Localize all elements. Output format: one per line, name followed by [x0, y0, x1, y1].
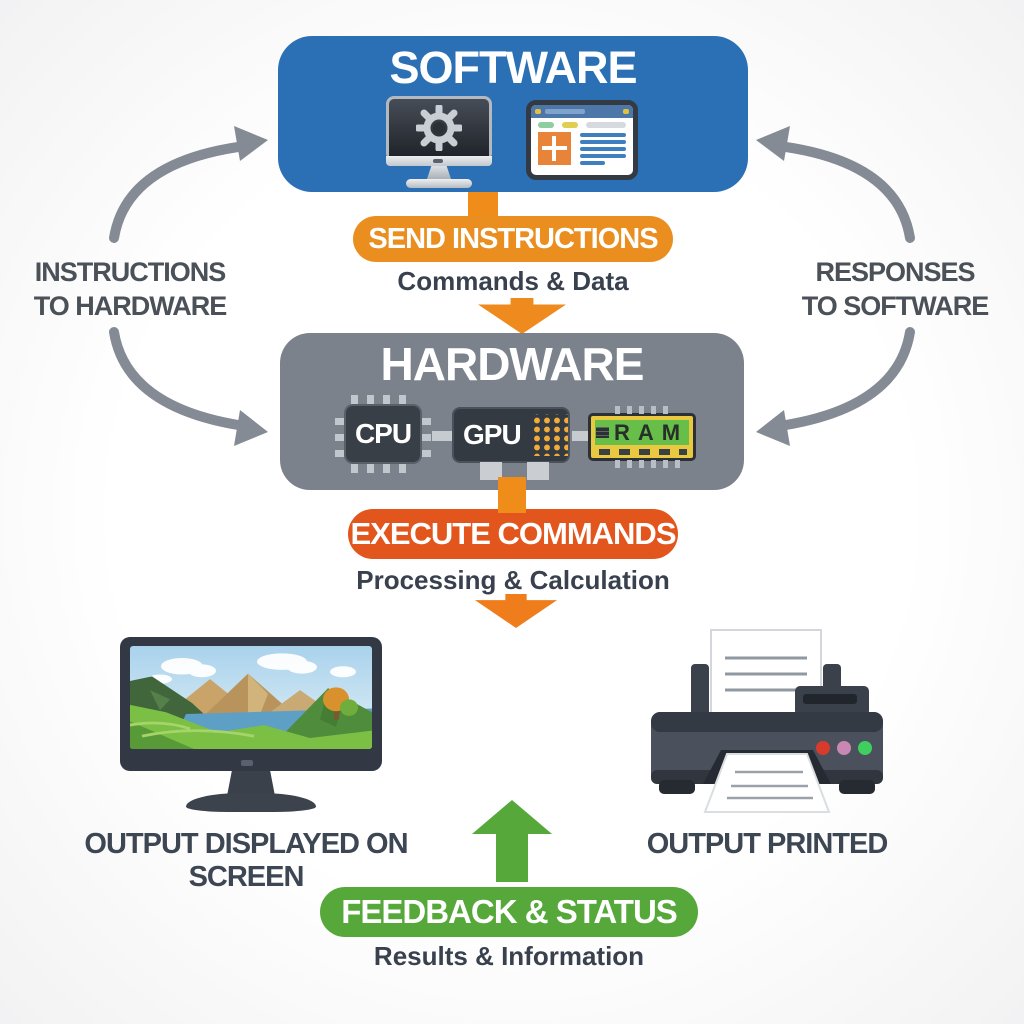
- settings-monitor-icon: [386, 96, 492, 188]
- hardware-title: HARDWARE: [380, 338, 645, 390]
- hardware-box: HARDWARE CPU GPU RAM: [280, 333, 744, 490]
- curve-right-top: [781, 142, 915, 243]
- up-arrow-stem: [496, 832, 528, 882]
- label-output-printed: OUTPUT PRINTED: [646, 828, 889, 860]
- gpu-ram-connector: [572, 431, 590, 441]
- monitor-chin: [386, 156, 492, 166]
- printer-light-green: [858, 741, 872, 755]
- arrowhead-to-software-left-icon: [234, 126, 268, 161]
- label-line: INSTRUCTIONS: [34, 257, 227, 287]
- monitor-logo: [241, 760, 253, 766]
- execute-caption: Processing & Calculation: [356, 565, 670, 595]
- printer-light-red: [816, 741, 830, 755]
- printer-icon: [651, 629, 883, 813]
- label-line: TO SOFTWARE: [801, 291, 990, 321]
- ram-chip-icon: RAM: [588, 406, 696, 468]
- label-line: RESPONSES: [815, 257, 975, 287]
- ram-die: [595, 427, 609, 438]
- label-line: TO HARDWARE: [33, 291, 228, 321]
- display-monitor-icon: [120, 637, 382, 771]
- cpu-gpu-connector: [432, 431, 452, 441]
- monitor-screen: [386, 96, 492, 156]
- execute-commands-badge: EXECUTE COMMANDS: [348, 509, 678, 559]
- ram-label: RAM: [613, 419, 689, 445]
- cpu-label: CPU: [354, 418, 412, 449]
- down-arrow-icon: [478, 298, 566, 334]
- printer-light-pink: [837, 741, 851, 755]
- monitor-stand: [227, 771, 275, 796]
- app-toolbar: [531, 118, 633, 130]
- gpu-chip-icon: GPU: [452, 407, 570, 463]
- gpu-core-grid: [529, 414, 568, 456]
- label-output-screen: OUTPUT DISPLAYED ON SCREEN: [84, 828, 408, 893]
- feedback-status-badge: FEEDBACK & STATUS: [320, 887, 698, 937]
- send-caption: Commands & Data: [397, 266, 629, 296]
- gpu-leg: [527, 462, 549, 480]
- send-instructions-badge: SEND INSTRUCTIONS: [353, 216, 673, 262]
- app-content: [531, 130, 633, 170]
- arrowhead-to-software-right-icon: [756, 126, 790, 161]
- software-box: SOFTWARE: [278, 36, 748, 192]
- arrowhead-to-hardware-right-icon: [756, 410, 790, 446]
- connector-software-to-send: [468, 188, 498, 218]
- label-instructions-to-hardware: INSTRUCTIONS TO HARDWARE: [8, 255, 252, 323]
- connector-hardware-to-execute: [498, 477, 526, 513]
- gpu-label: GPU: [463, 419, 522, 450]
- plus-tile-icon: [538, 132, 571, 165]
- software-title: SOFTWARE: [389, 42, 638, 93]
- app-window-icon: [526, 100, 638, 180]
- text-lines: [580, 132, 626, 168]
- gpu-leg: [480, 462, 502, 480]
- arrowhead-to-hardware-left-icon: [234, 410, 268, 446]
- up-arrow-icon: [472, 800, 552, 834]
- feedback-caption: Results & Information: [373, 941, 645, 971]
- monitor-base: [186, 793, 316, 812]
- ram-contacts: [599, 449, 687, 455]
- monitor-base: [406, 179, 472, 188]
- app-titlebar: [531, 105, 633, 118]
- landscape-wallpaper: [130, 646, 372, 749]
- label-responses-to-software: RESPONSES TO SOFTWARE: [772, 255, 1018, 323]
- curve-left-bottom: [109, 327, 243, 430]
- curve-left-top: [109, 142, 243, 243]
- curve-right-bottom: [781, 327, 915, 430]
- gear-icon: [416, 104, 462, 151]
- down-arrow-icon: [475, 594, 557, 628]
- cpu-chip-icon: CPU: [335, 395, 431, 473]
- monitor-stand: [427, 166, 451, 179]
